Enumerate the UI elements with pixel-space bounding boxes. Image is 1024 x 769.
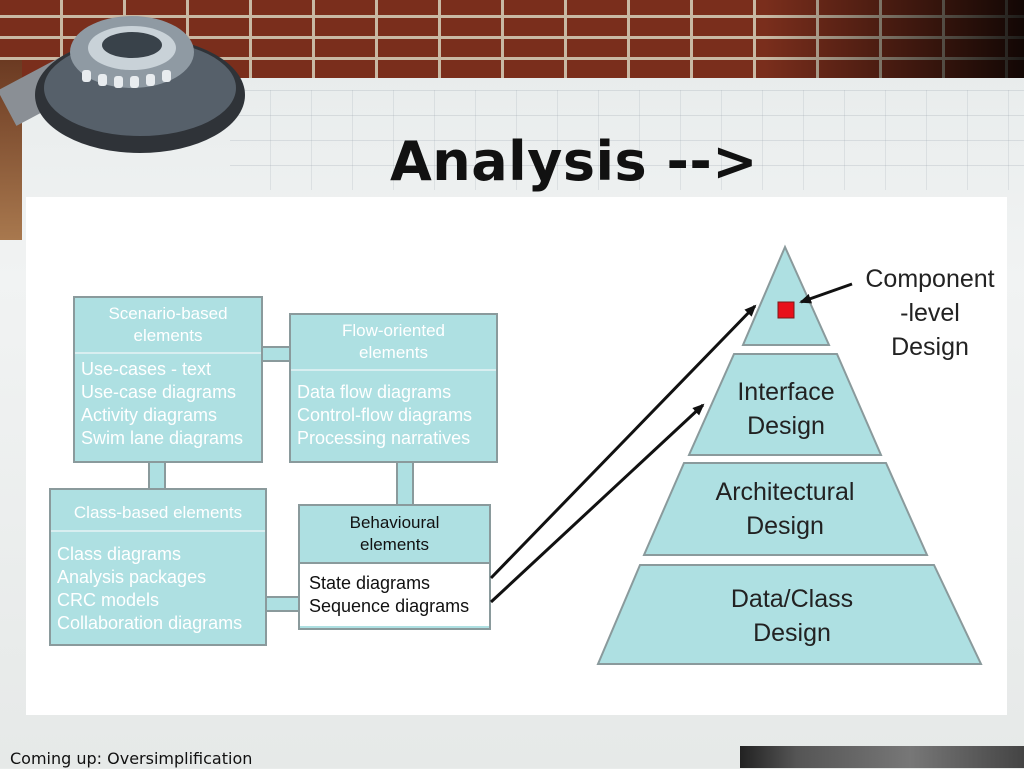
callout-line-2: -level	[850, 296, 1010, 330]
component-level-design-callout: Component -level Design	[850, 262, 1010, 364]
data-class-line-1: Data/Class	[672, 582, 912, 616]
data-class-line-2: Design	[672, 616, 912, 650]
interface-line-1: Interface	[686, 375, 886, 409]
interface-design-label: Interface Design	[686, 375, 886, 443]
footer-text: Coming up: Oversimplification	[10, 749, 252, 768]
architectural-design-label: Architectural Design	[665, 475, 905, 543]
callout-line-3: Design	[850, 330, 1010, 364]
callout-arrow	[801, 284, 852, 302]
interface-line-2: Design	[686, 409, 886, 443]
component-marker	[778, 302, 794, 318]
architectural-line-2: Design	[665, 509, 905, 543]
callout-line-1: Component	[850, 262, 1010, 296]
data-class-design-label: Data/Class Design	[672, 582, 912, 650]
architectural-line-1: Architectural	[665, 475, 905, 509]
